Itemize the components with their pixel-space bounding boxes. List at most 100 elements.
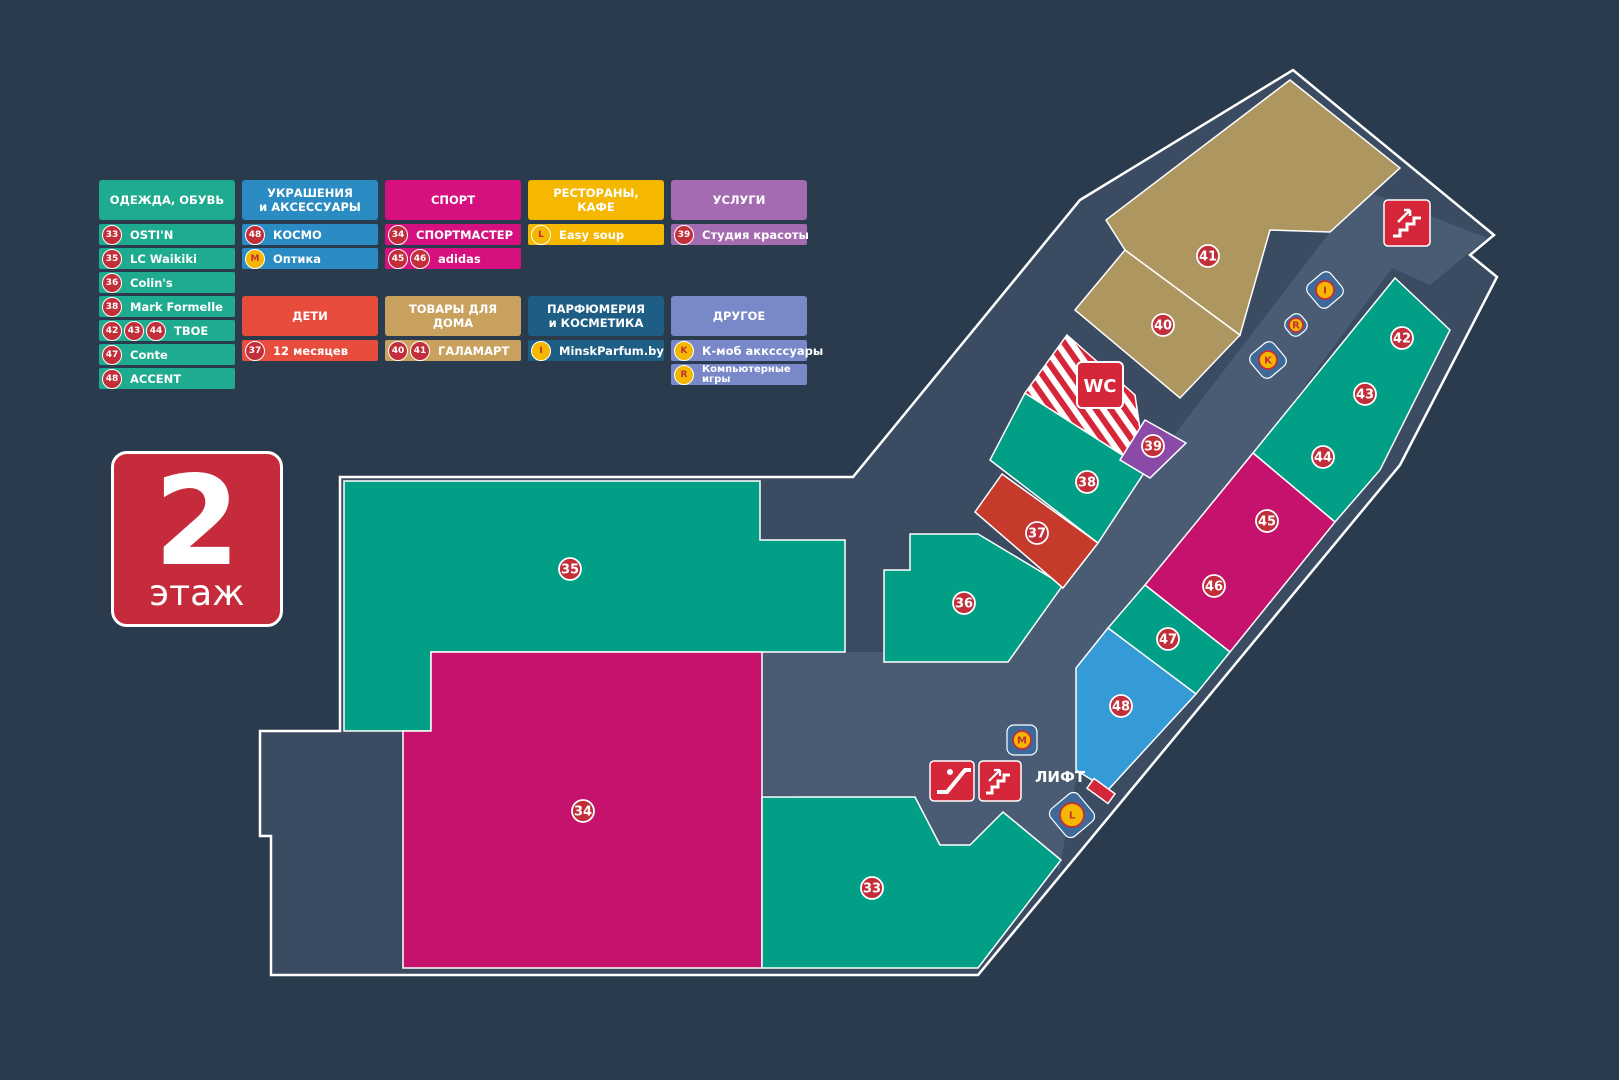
- store-badge-39: [1141, 434, 1165, 458]
- legend-item[interactable]: I MinskParfum.by: [528, 340, 664, 361]
- legend-item-label: 12 месяцев: [273, 343, 349, 358]
- store-badge-33: [860, 876, 884, 900]
- stairs-icon-lower: [978, 760, 1022, 802]
- legend-item-badges: M: [245, 248, 267, 269]
- store-33[interactable]: [761, 796, 1063, 969]
- legend-item-label: ACCENT: [130, 371, 182, 386]
- store-number-badge: L: [531, 224, 551, 245]
- service-icon-M[interactable]: [1012, 730, 1032, 750]
- legend-item[interactable]: 34 СПОРТМАСТЕР: [385, 224, 521, 245]
- store-badge-label: 41: [1199, 250, 1217, 265]
- legend-item[interactable]: 48 ACCENT: [99, 368, 235, 389]
- legend-item-badges: 48: [102, 368, 124, 389]
- legend-item-badges: 37: [245, 340, 267, 361]
- store-number-badge: 42: [102, 320, 122, 341]
- store-number-badge: 39: [674, 224, 694, 245]
- legend-item-label: ГАЛАМАРТ: [438, 343, 510, 358]
- legend-item-label: Conte: [130, 347, 168, 362]
- store-badge-label: 35: [561, 563, 579, 578]
- floor-badge: 2 этаж: [111, 451, 283, 627]
- store-number-badge: 38: [102, 296, 122, 317]
- store-number-badge: 40: [388, 340, 408, 361]
- service-icon-label: K: [1264, 356, 1273, 367]
- store-badge-label: 33: [863, 882, 881, 897]
- service-icon-I[interactable]: [1315, 280, 1335, 300]
- legend-item-label: Компьютерные игры: [702, 363, 791, 385]
- legend-item-label: adidas: [438, 251, 481, 266]
- legend-item-label: Colin's: [130, 275, 173, 290]
- store-badge-label: 43: [1356, 388, 1374, 403]
- legend-item-badges: 39: [674, 224, 696, 245]
- legend-item-badges: 33: [102, 224, 124, 245]
- floor-label: этаж: [149, 573, 245, 614]
- store-badge-45: [1255, 509, 1279, 533]
- store-number-badge: 34: [388, 224, 408, 245]
- legend-item[interactable]: 37 12 месяцев: [242, 340, 378, 361]
- legend-item-label: Mark Formelle: [130, 299, 223, 314]
- store-badge-36: [952, 591, 976, 615]
- legend-item-label: СПОРТМАСТЕР: [416, 227, 514, 242]
- store-badge-label: 44: [1314, 451, 1332, 466]
- store-badge-34: [571, 799, 595, 823]
- store-number-badge: R: [674, 364, 694, 385]
- legend-category-home: ТОВАРЫ ДЛЯ ДОМА: [385, 296, 521, 336]
- store-number-badge: 44: [146, 320, 166, 341]
- store-number-badge: 45: [388, 248, 408, 269]
- store-35[interactable]: [343, 480, 846, 732]
- legend-category-food: РЕСТОРАНЫ,КАФЕ: [528, 180, 664, 220]
- store-number-badge: 36: [102, 272, 122, 293]
- stairs-icon: [1383, 199, 1431, 247]
- store-number-badge: K: [674, 340, 694, 361]
- store-badge-label: 36: [955, 597, 973, 612]
- store-number-badge: 43: [124, 320, 144, 341]
- store-number-badge: 37: [245, 340, 265, 361]
- service-icon-R[interactable]: [1288, 317, 1304, 333]
- store-badge-label: 46: [1205, 580, 1223, 595]
- legend-item[interactable]: R Компьютерные игры: [671, 364, 807, 385]
- legend-item-badges: 48: [245, 224, 267, 245]
- wc-sign: WC: [1076, 361, 1124, 409]
- legend-category-services: УСЛУГИ: [671, 180, 807, 220]
- legend-item-label: MinskParfum.by: [559, 343, 664, 358]
- service-icon-K[interactable]: [1258, 350, 1278, 370]
- store-badge-label: 47: [1159, 633, 1177, 648]
- legend-category-other: ДРУГОЕ: [671, 296, 807, 336]
- legend-item-badges: K: [674, 340, 696, 361]
- service-icon-label: L: [1069, 811, 1076, 822]
- store-badge-35: [558, 557, 582, 581]
- legend-item[interactable]: 38 Mark Formelle: [99, 296, 235, 317]
- store-number-badge: 41: [410, 340, 430, 361]
- store-badge-47: [1156, 627, 1180, 651]
- legend-item[interactable]: 39 Студия красоты: [671, 224, 809, 245]
- store-badge-label: 45: [1258, 515, 1276, 530]
- elevator-icon: [1085, 777, 1117, 805]
- store-number-badge: 35: [102, 248, 122, 269]
- store-badge-40: [1151, 313, 1175, 337]
- legend-category-kids: ДЕТИ: [242, 296, 378, 336]
- store-badge-46: [1202, 574, 1226, 598]
- store-badge-label: 37: [1028, 527, 1046, 542]
- store-number-badge: I: [531, 340, 551, 361]
- store-badge-label: 48: [1112, 700, 1130, 715]
- store-41[interactable]: [1104, 79, 1402, 337]
- legend-item-label: Студия красоты: [702, 227, 809, 242]
- legend-item-badges: L: [531, 224, 553, 245]
- service-icon-L[interactable]: [1059, 802, 1085, 828]
- legend-item[interactable]: 36 Colin's: [99, 272, 235, 293]
- store-badge-48: [1109, 694, 1133, 718]
